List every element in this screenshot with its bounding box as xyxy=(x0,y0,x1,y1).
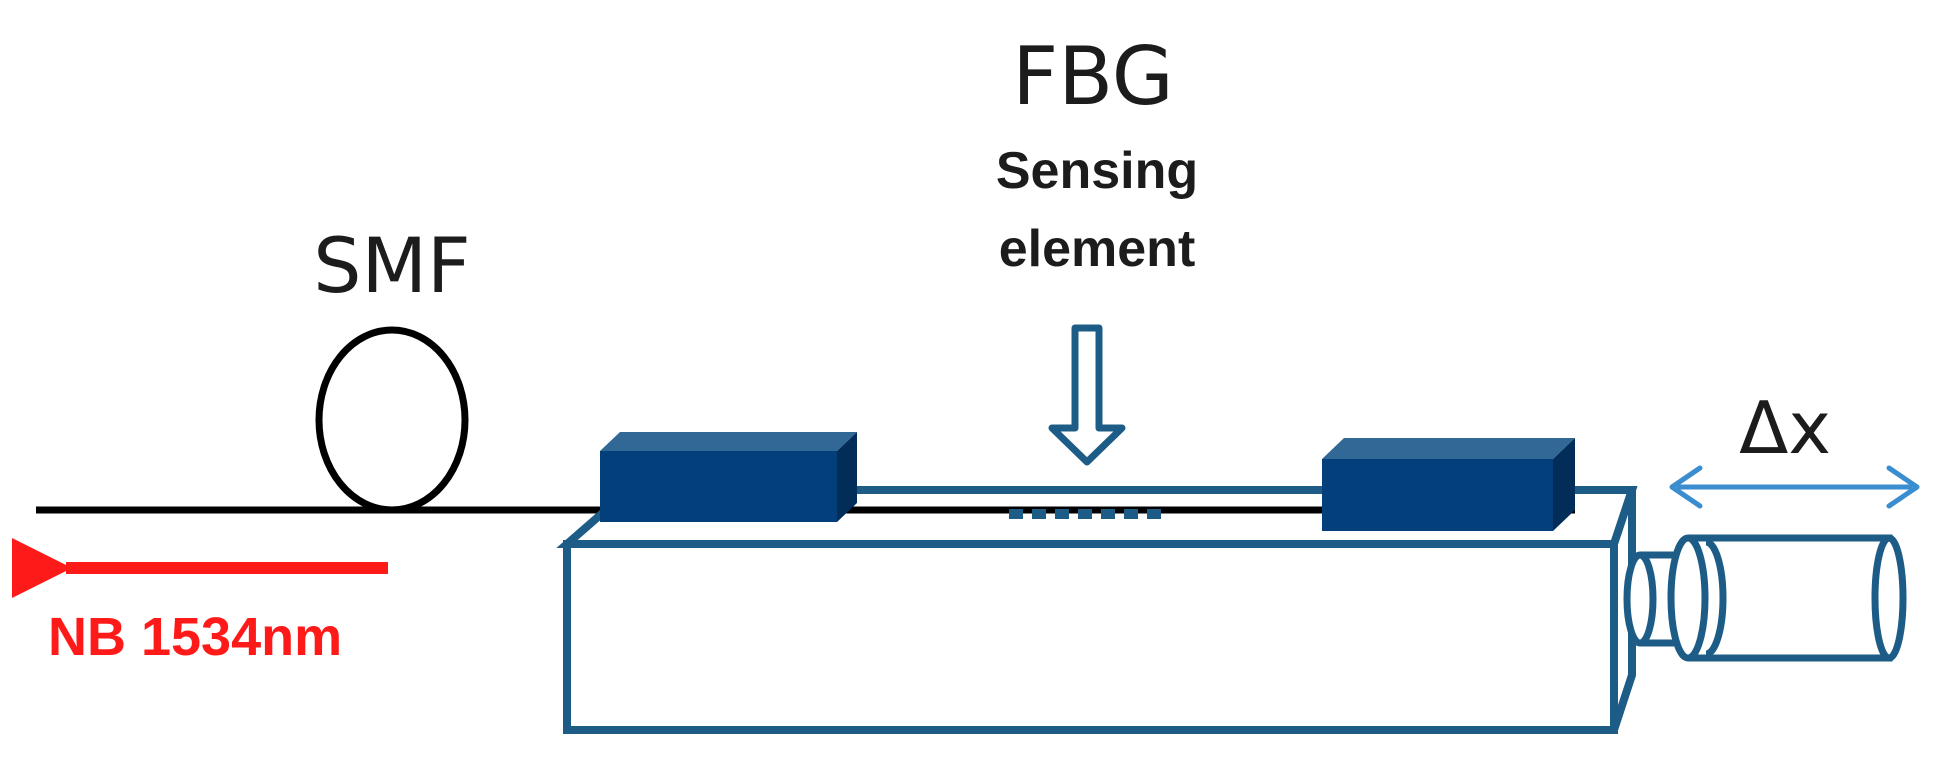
smf-coil xyxy=(315,326,469,514)
delta-x-label: Δx xyxy=(1739,386,1831,470)
stage-front-face xyxy=(563,540,1618,734)
smf-label: SMF xyxy=(313,221,471,310)
sensing-pointer-arrow-icon xyxy=(1048,324,1126,466)
sensing-label-line1: Sensing xyxy=(996,142,1198,200)
micrometer-barrel xyxy=(1667,534,1907,662)
right-fiber-clamp xyxy=(1322,438,1575,531)
left-fiber-clamp xyxy=(600,432,857,522)
stage-side-face xyxy=(1610,488,1636,732)
displacement-arrow-icon xyxy=(1669,465,1920,509)
sensing-label-line2: element xyxy=(999,220,1196,278)
fbg-label: FBG xyxy=(1012,30,1173,123)
nb-wavelength-label: NB 1534nm xyxy=(48,607,342,667)
